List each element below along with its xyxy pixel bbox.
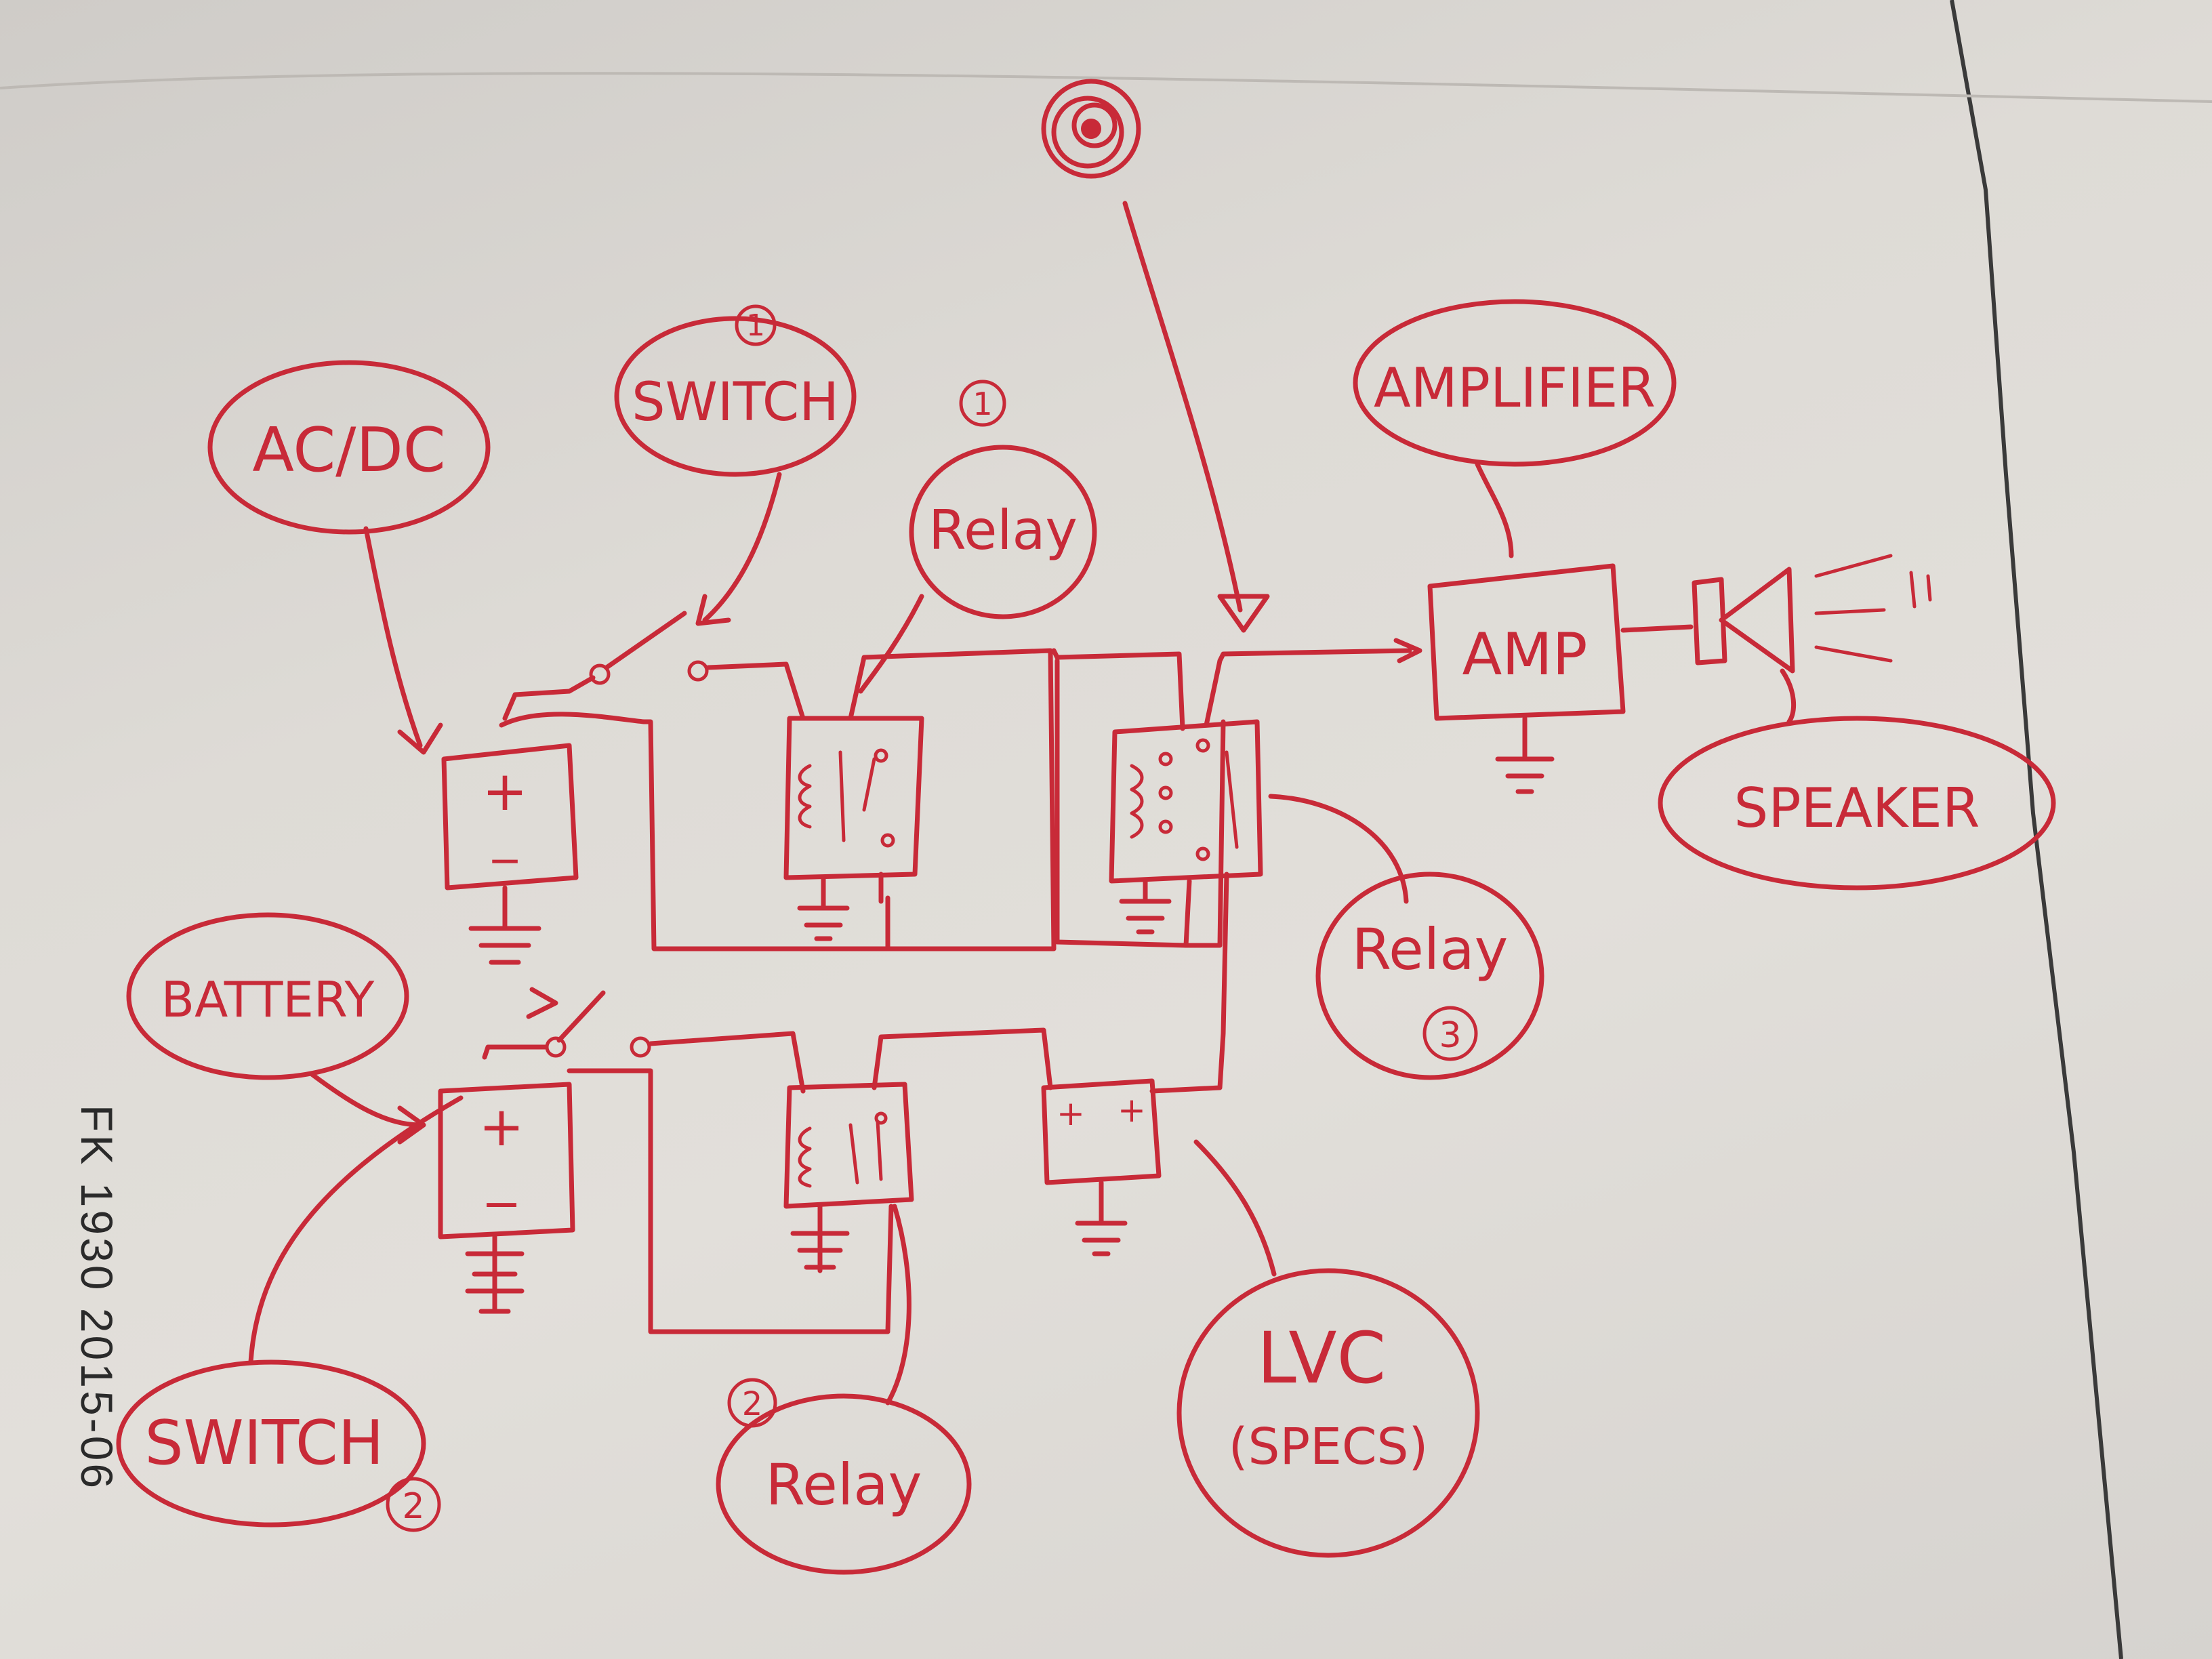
scribble-marker	[1041, 79, 1270, 633]
svg-text:BATTERY: BATTERY	[161, 971, 375, 1028]
relay-2-box	[783, 1027, 1053, 1273]
svg-text:1: 1	[746, 308, 765, 343]
label-speaker: SPEAKER	[1658, 668, 2056, 890]
lvc-box: + +	[1041, 872, 1277, 1277]
svg-text:AMP: AMP	[1462, 621, 1588, 689]
svg-text:2: 2	[402, 1486, 424, 1527]
battery-box: + −	[438, 1082, 575, 1314]
label-amplifier: AMPLIFIER	[1353, 299, 1677, 558]
svg-text:1: 1	[972, 386, 992, 422]
relay-1-box	[783, 648, 1057, 951]
label-battery: BATTERY	[126, 912, 426, 1145]
label-relay-1: 1 Relay	[858, 380, 1097, 694]
svg-text:3: 3	[1439, 1015, 1461, 1056]
svg-text:+: +	[1057, 1094, 1085, 1133]
svg-text:−: −	[482, 1176, 522, 1231]
svg-text:Relay: Relay	[766, 1452, 922, 1518]
label-lvc: LVC (SPECS)	[1176, 1268, 1480, 1558]
ac-dc-supply-box: + −	[441, 743, 579, 965]
switch-2-symbol	[482, 987, 894, 1334]
label-switch-1: 1 SWITCH	[614, 304, 857, 626]
svg-text:AC/DC: AC/DC	[252, 415, 445, 486]
svg-text:SWITCH: SWITCH	[632, 372, 839, 433]
svg-text:LVC: LVC	[1257, 1317, 1386, 1399]
label-relay-2: 2 Relay	[716, 1204, 972, 1575]
svg-text:AMPLIFIER: AMPLIFIER	[1374, 356, 1656, 419]
svg-text:(SPECS): (SPECS)	[1229, 1418, 1429, 1476]
svg-text:+: +	[482, 760, 527, 823]
svg-text:SPEAKER: SPEAKER	[1734, 777, 1980, 840]
label-relay-3: Relay 3	[1268, 794, 1544, 1080]
amp-block: AMP	[1427, 563, 1626, 794]
svg-text:+: +	[478, 1095, 524, 1158]
label-switch-2: SWITCH 2	[116, 1095, 464, 1532]
svg-text:SWITCH: SWITCH	[145, 1408, 384, 1479]
label-ac-dc: AC/DC	[207, 360, 491, 755]
stamp-text: FK 1930 2015-06	[72, 1105, 122, 1491]
switch-1-symbol	[499, 611, 890, 951]
paper-fold-line	[1950, 0, 2123, 1659]
svg-text:+: +	[1118, 1090, 1146, 1130]
relay-3-box	[1051, 638, 1422, 948]
svg-text:−: −	[488, 837, 522, 884]
svg-text:Relay: Relay	[928, 499, 1078, 562]
svg-text:Relay: Relay	[1352, 916, 1509, 983]
speaker-symbol	[1620, 554, 1932, 674]
paper-top-edge	[0, 72, 2212, 103]
